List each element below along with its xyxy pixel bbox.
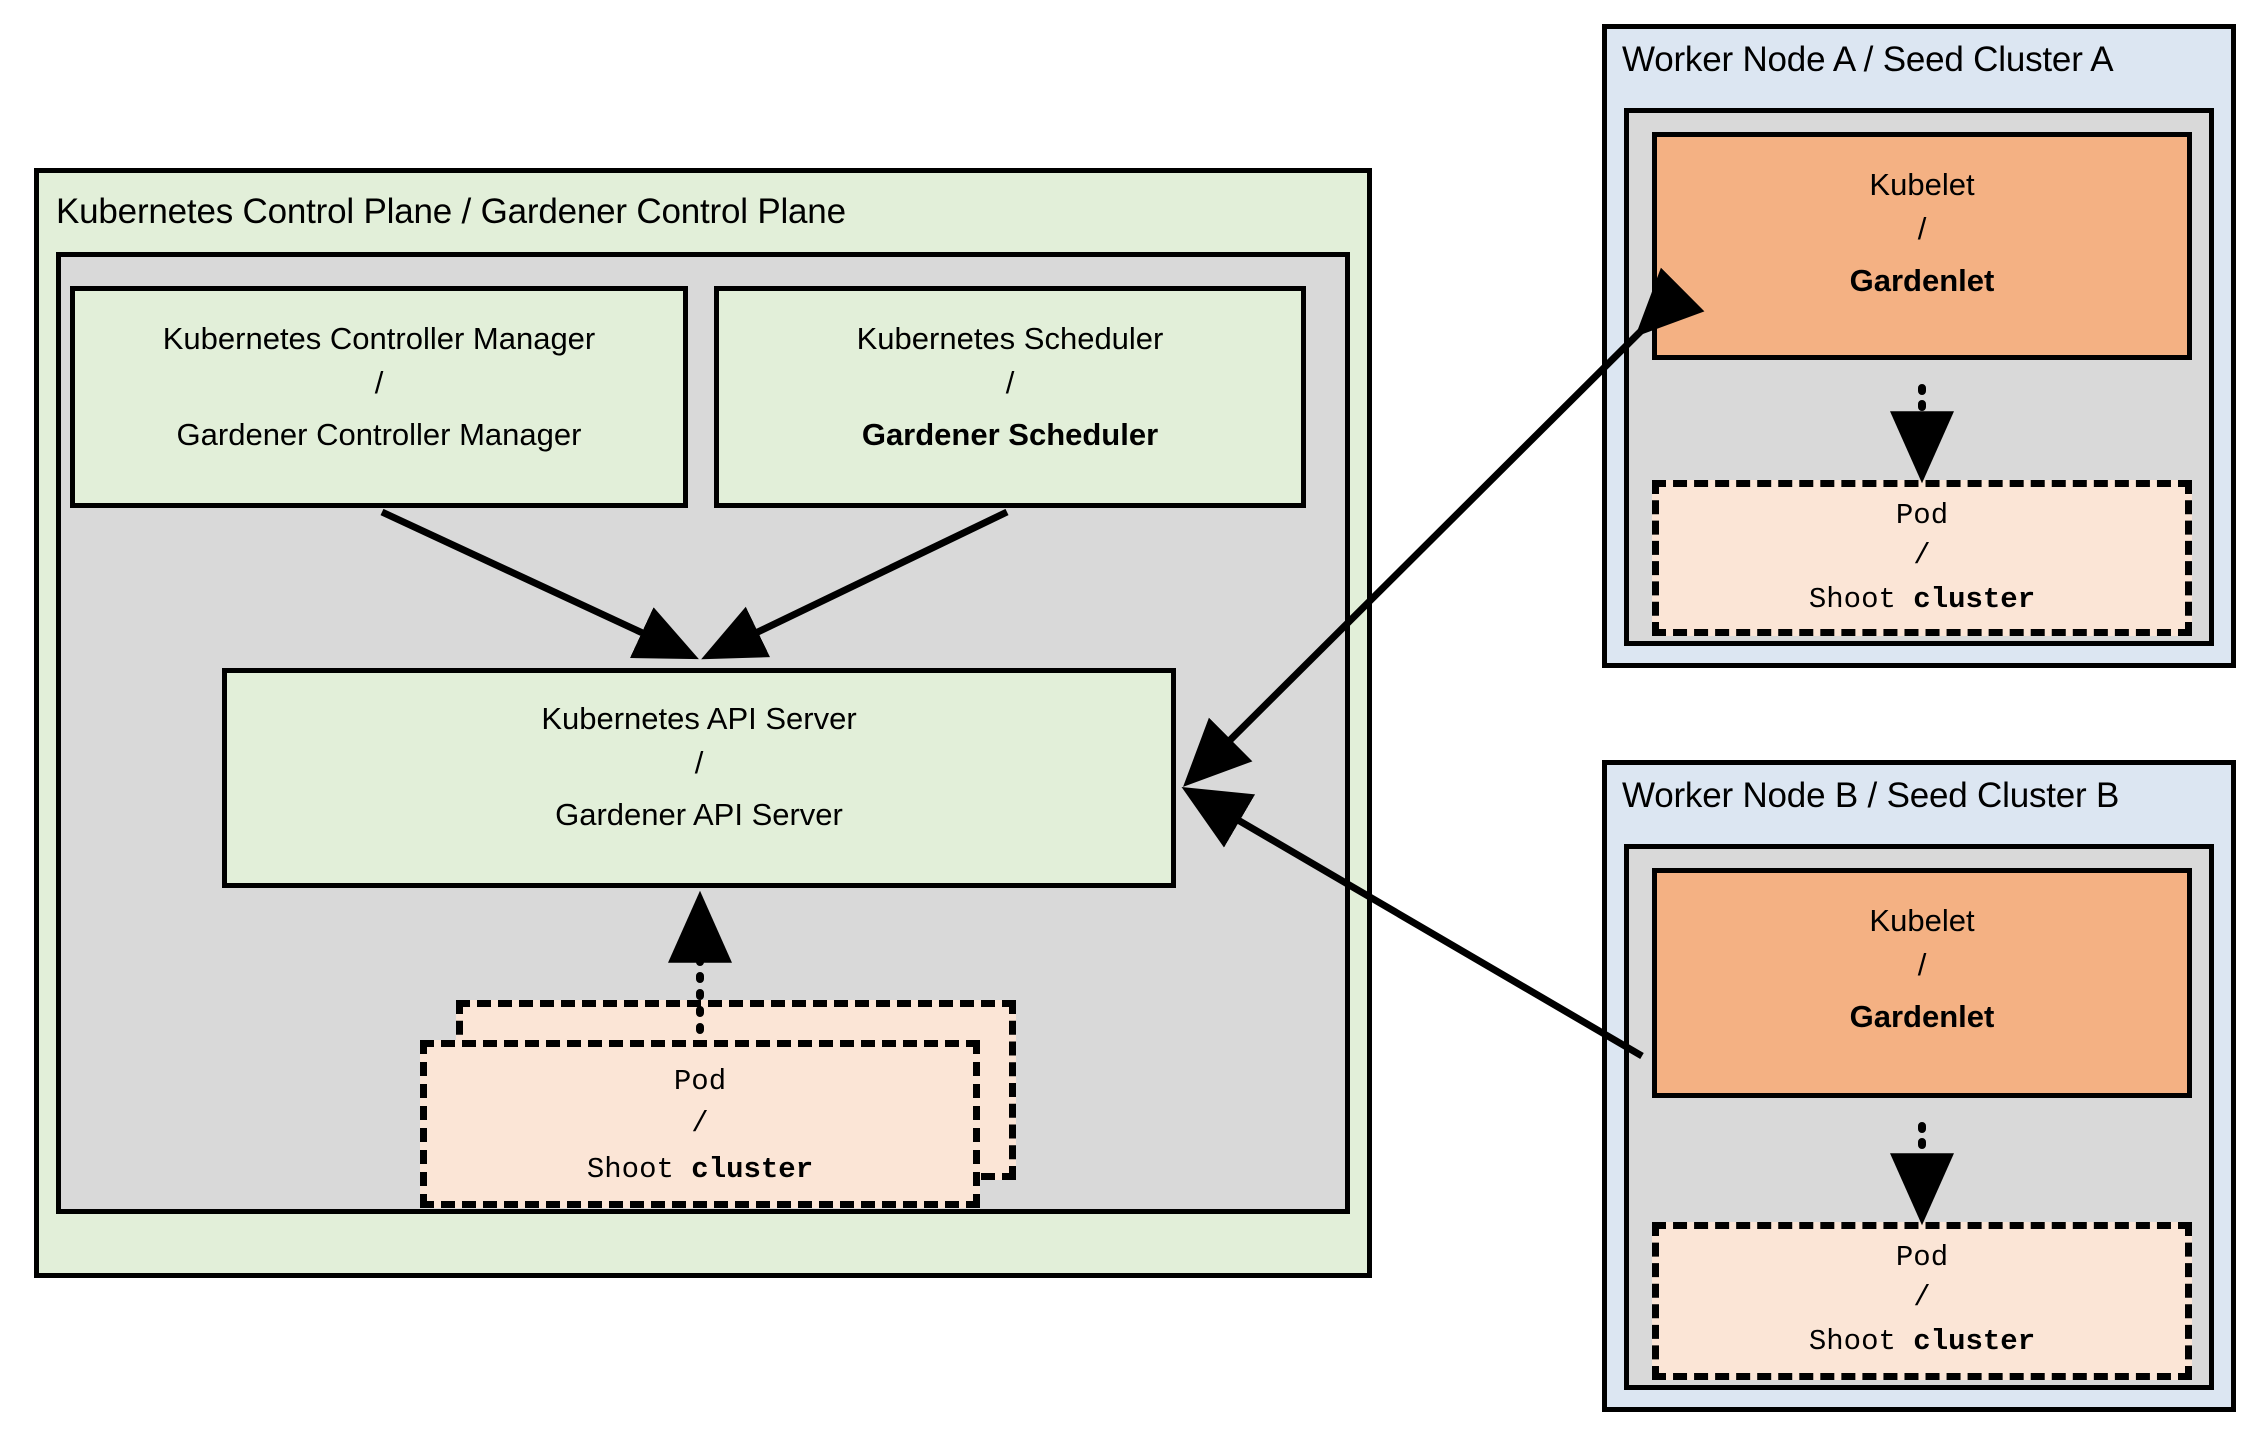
- scheduler-line2: Gardener Scheduler: [719, 415, 1301, 456]
- control-plane-pod-box[interactable]: Pod / Shoot cluster: [420, 1040, 980, 1208]
- worker-b-pod-separator: /: [1913, 1281, 1931, 1314]
- worker-b-pod-line2-plain: Shoot: [1808, 1325, 1914, 1358]
- controller-manager-separator: /: [374, 365, 384, 400]
- worker-a-kubelet-line2: Gardenlet: [1657, 261, 2187, 302]
- control-plane-pod-line1: Pod: [673, 1065, 727, 1098]
- worker-node-a-kubelet-box[interactable]: Kubelet / Gardenlet: [1652, 132, 2192, 360]
- controller-manager-line1: Kubernetes Controller Manager: [162, 321, 596, 356]
- scheduler-line2-text: Gardener Scheduler: [861, 417, 1159, 452]
- api-server-separator: /: [694, 745, 704, 780]
- scheduler-line1: Kubernetes Scheduler: [856, 321, 1164, 356]
- scheduler-separator: /: [1005, 365, 1015, 400]
- api-server-line1: Kubernetes API Server: [541, 701, 857, 736]
- worker-b-gardenlet-text: Gardenlet: [1849, 999, 1995, 1034]
- worker-a-pod-separator: /: [1913, 539, 1931, 572]
- worker-a-pod-line2: Shoot cluster: [1659, 581, 2185, 619]
- control-plane-pod-line2: Shoot cluster: [427, 1151, 973, 1189]
- worker-node-b-title: Worker Node B / Seed Cluster B: [1622, 776, 2120, 815]
- worker-node-b-kubelet-box[interactable]: Kubelet / Gardenlet: [1652, 868, 2192, 1098]
- worker-b-pod-line2-bold: cluster: [1913, 1325, 2036, 1358]
- worker-b-pod-line1: Pod: [1895, 1241, 1949, 1274]
- worker-node-a-pod-box[interactable]: Pod / Shoot cluster: [1652, 480, 2192, 636]
- wire-controller-manager-to-api-server: [380, 508, 699, 660]
- worker-a-pod-line1: Pod: [1895, 499, 1949, 532]
- control-plane-pod-line2-bold: cluster: [691, 1153, 814, 1186]
- kubernetes-api-server-box[interactable]: Kubernetes API Server / Gardener API Ser…: [222, 668, 1176, 888]
- api-server-line2: Gardener API Server: [555, 797, 843, 832]
- control-plane-pod-line2-plain: Shoot: [586, 1153, 692, 1186]
- worker-a-kubelet-line1: Kubelet: [1869, 167, 1975, 202]
- wire-scheduler-to-api-server: [701, 508, 1009, 660]
- worker-b-kubelet-separator: /: [1917, 947, 1927, 982]
- worker-b-pod-line2: Shoot cluster: [1659, 1323, 2185, 1361]
- worker-a-pod-line2-bold: cluster: [1913, 583, 2036, 616]
- worker-node-a-title: Worker Node A / Seed Cluster A: [1622, 40, 2114, 79]
- worker-a-pod-line2-plain: Shoot: [1808, 583, 1914, 616]
- kubernetes-controller-manager-box[interactable]: Kubernetes Controller Manager / Gardener…: [70, 286, 688, 508]
- worker-b-kubelet-line1: Kubelet: [1869, 903, 1975, 938]
- controller-manager-line2: Gardener Controller Manager: [176, 417, 582, 452]
- wire-gardenlet-a-to-api-server: [1183, 267, 1705, 787]
- worker-a-kubelet-separator: /: [1917, 211, 1927, 246]
- control-plane-pod-separator: /: [691, 1107, 709, 1140]
- wire-gardenlet-b-to-api-server: [1181, 787, 1644, 1060]
- control-plane-title: Kubernetes Control Plane / Gardener Cont…: [56, 192, 846, 231]
- worker-node-b-pod-box[interactable]: Pod / Shoot cluster: [1652, 1222, 2192, 1380]
- worker-a-gardenlet-text: Gardenlet: [1849, 263, 1995, 298]
- worker-b-kubelet-line2: Gardenlet: [1657, 997, 2187, 1038]
